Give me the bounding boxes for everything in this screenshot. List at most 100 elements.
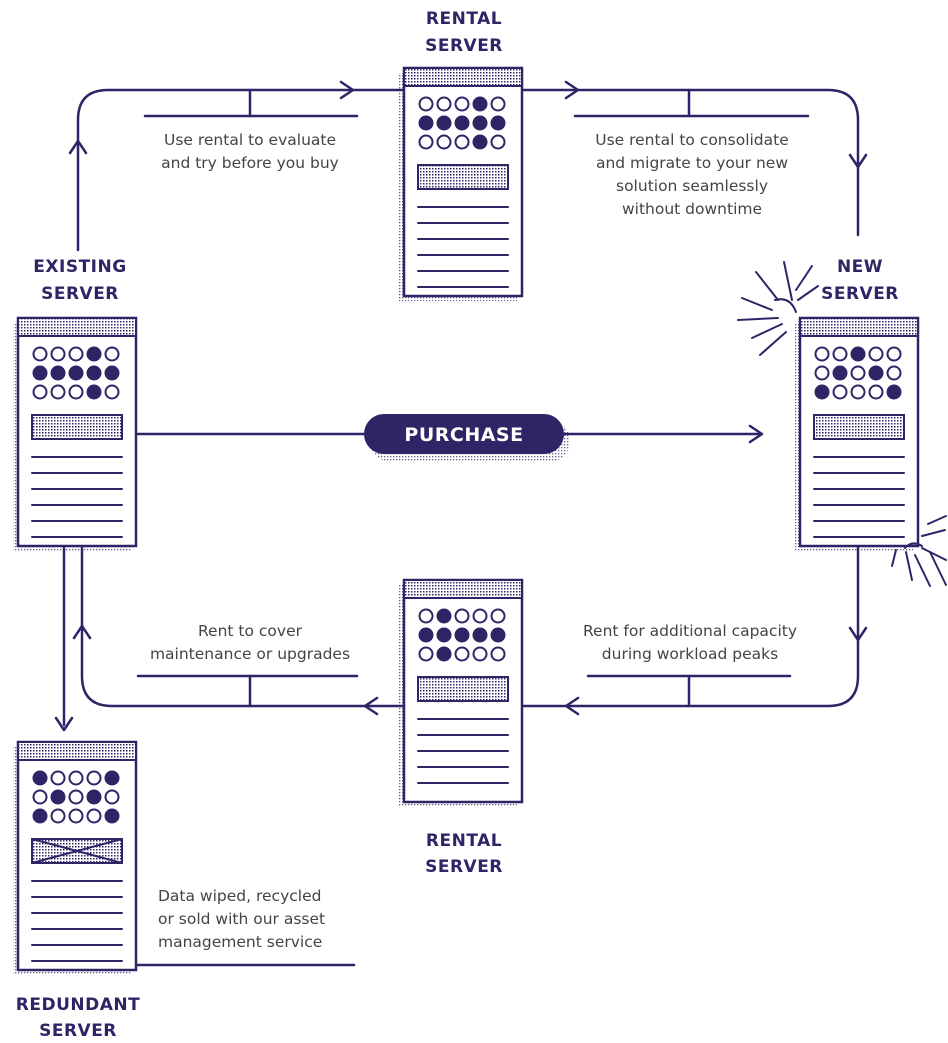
led-on-icon — [886, 384, 902, 400]
existing-label: EXISTING SERVER — [33, 257, 126, 304]
drive-slot — [813, 414, 905, 440]
wiped-note-line3: management service — [158, 933, 322, 951]
led-off-icon — [454, 96, 470, 112]
arrow-down-right — [848, 153, 868, 169]
led-on-icon — [104, 770, 120, 786]
led-off-icon — [418, 134, 434, 150]
led-on-icon — [436, 627, 452, 643]
rental-bottom-label-line1: RENTAL — [426, 831, 502, 851]
led-on-icon — [418, 115, 434, 131]
server-top-bar — [403, 67, 523, 87]
led-off-icon — [104, 384, 120, 400]
led-off-icon — [68, 346, 84, 362]
led-off-icon — [50, 346, 66, 362]
consolidate-note: Use rental to consolidate and migrate to… — [595, 131, 789, 218]
maintenance-note: Rent to cover maintenance or upgrades — [150, 622, 350, 663]
led-off-icon — [850, 365, 866, 381]
led-off-icon — [86, 770, 102, 786]
led-on-icon — [104, 808, 120, 824]
arrow-down-redundant — [54, 716, 74, 732]
new-server — [795, 316, 920, 551]
led-on-icon — [86, 346, 102, 362]
led-off-icon — [50, 808, 66, 824]
led-off-icon — [68, 770, 84, 786]
wiped-note-line1: Data wiped, recycled — [158, 887, 321, 905]
bottom-right-connector — [521, 546, 860, 708]
server-top-bar — [799, 317, 919, 337]
led-on-icon — [86, 789, 102, 805]
led-off-icon — [814, 365, 830, 381]
led-off-icon — [454, 134, 470, 150]
led-on-icon — [472, 134, 488, 150]
top-left-connector — [76, 88, 406, 252]
drive-slot — [417, 676, 509, 702]
led-off-icon — [50, 770, 66, 786]
existing-label-line2: SERVER — [41, 284, 119, 304]
led-off-icon — [886, 346, 902, 362]
led-on-icon — [814, 384, 830, 400]
rental-bottom-label-line2: SERVER — [425, 857, 503, 877]
led-off-icon — [814, 346, 830, 362]
new-label-line2: SERVER — [821, 284, 899, 304]
led-off-icon — [104, 789, 120, 805]
evaluate-note: Use rental to evaluate and try before yo… — [161, 131, 339, 172]
redundant-label-line1: REDUNDANT — [16, 995, 140, 1015]
led-off-icon — [68, 808, 84, 824]
server-top-bar — [17, 317, 137, 337]
led-off-icon — [850, 384, 866, 400]
led-off-icon — [832, 346, 848, 362]
new-label: NEW SERVER — [821, 257, 899, 304]
top-right-connector — [521, 88, 860, 237]
led-off-icon — [32, 384, 48, 400]
led-off-icon — [868, 384, 884, 400]
rental-top-label-line2: SERVER — [425, 36, 503, 56]
led-on-icon — [436, 115, 452, 131]
led-on-icon — [472, 115, 488, 131]
led-on-icon — [472, 96, 488, 112]
led-off-icon — [886, 365, 902, 381]
drive-slot — [417, 164, 509, 190]
led-on-icon — [472, 627, 488, 643]
rental-server-top — [399, 66, 524, 301]
led-off-icon — [490, 96, 506, 112]
led-off-icon — [436, 134, 452, 150]
arrow-right-top — [339, 80, 355, 100]
led-off-icon — [832, 384, 848, 400]
server-top-bar — [403, 579, 523, 599]
arrow-left-bottom — [564, 696, 580, 716]
led-on-icon — [850, 346, 866, 362]
existing-server — [13, 316, 138, 551]
consolidate-note-line2: and migrate to your new — [596, 154, 788, 172]
arrow-up-left — [68, 139, 88, 155]
rental-top-label: RENTAL SERVER — [425, 9, 503, 56]
led-on-icon — [86, 384, 102, 400]
wiped-note: Data wiped, recycled or sold with our as… — [158, 887, 325, 951]
new-server-sparkle-icon-2 — [891, 515, 947, 587]
evaluate-note-line1: Use rental to evaluate — [164, 131, 336, 149]
led-off-icon — [32, 346, 48, 362]
led-off-icon — [68, 384, 84, 400]
led-on-icon — [418, 627, 434, 643]
led-off-icon — [68, 789, 84, 805]
led-off-icon — [868, 346, 884, 362]
led-off-icon — [436, 96, 452, 112]
maintenance-note-line2: maintenance or upgrades — [150, 645, 350, 663]
led-on-icon — [490, 627, 506, 643]
led-off-icon — [454, 646, 470, 662]
led-off-icon — [490, 646, 506, 662]
purchase-pill: PURCHASE — [364, 414, 570, 462]
led-off-icon — [418, 608, 434, 624]
capacity-note-line1: Rent for additional capacity — [583, 622, 797, 640]
led-on-icon — [454, 627, 470, 643]
consolidate-note-line4: without downtime — [622, 200, 762, 218]
led-off-icon — [490, 134, 506, 150]
rental-server-bottom — [399, 578, 524, 807]
led-on-icon — [32, 808, 48, 824]
led-off-icon — [472, 608, 488, 624]
led-on-icon — [490, 115, 506, 131]
redundant-label-line2: SERVER — [39, 1021, 117, 1041]
new-server-sparkle-icon — [737, 261, 819, 356]
led-on-icon — [32, 365, 48, 381]
arrow-up-left2 — [72, 624, 92, 640]
